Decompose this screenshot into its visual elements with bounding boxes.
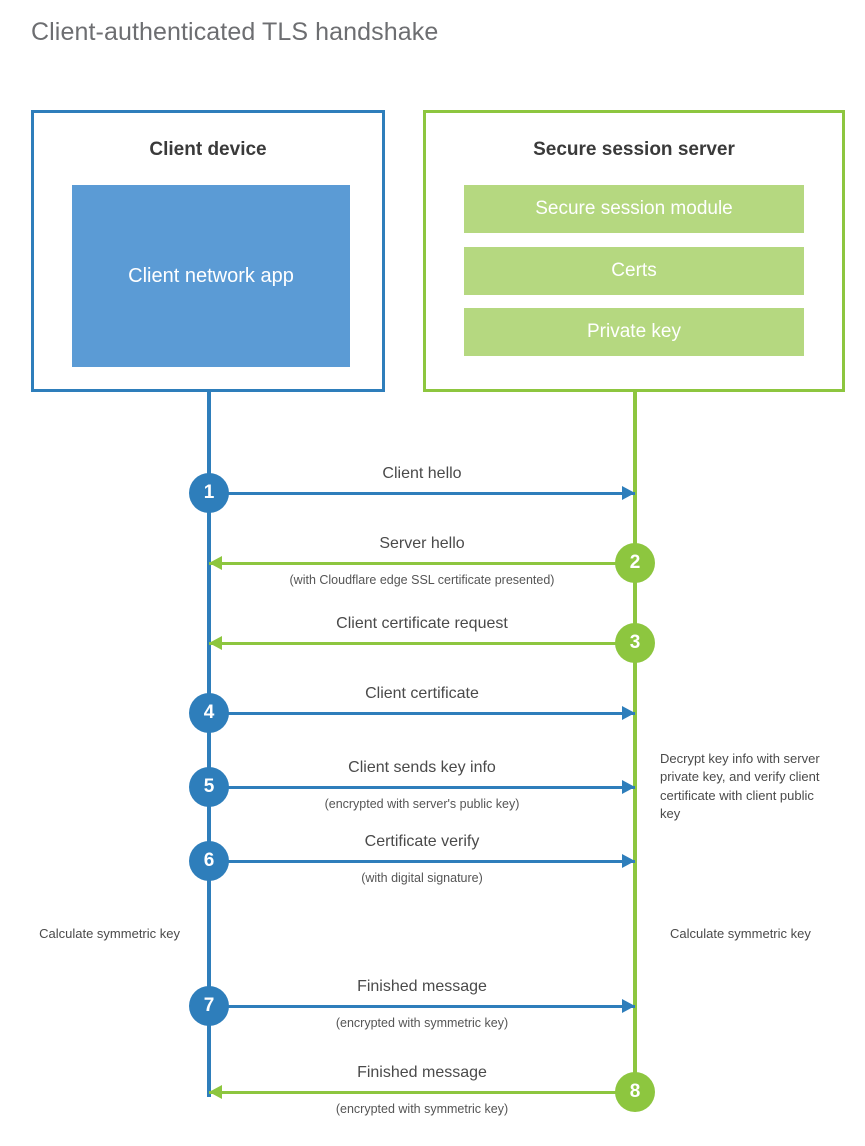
step-number-badge-2: 2: [615, 543, 655, 583]
step-1-arrow-head: [622, 486, 635, 500]
step-5-arrow-head: [622, 780, 635, 794]
step-7-label: Finished message: [357, 978, 487, 995]
note-client-calculate-symmetric-key: Calculate symmetric key: [39, 926, 180, 941]
step-5-label: Client sends key info: [348, 759, 496, 776]
client-device-panel: Client device Client network app: [31, 110, 385, 392]
step-3-label: Client certificate request: [336, 615, 508, 632]
step-8-label: Finished message: [357, 1064, 487, 1081]
step-4-arrow-head: [622, 706, 635, 720]
server-bar-secure-session-module: Secure session module: [464, 185, 804, 233]
step-7-arrow-line: [209, 1005, 635, 1008]
step-6-arrow-head: [622, 854, 635, 868]
server-lifeline: [633, 392, 637, 1092]
step-number-badge-8: 8: [615, 1072, 655, 1112]
note-server-calculate-symmetric-key: Calculate symmetric key: [670, 926, 811, 941]
step-1-arrow-line: [209, 492, 635, 495]
step-8-sublabel: (encrypted with symmetric key): [335, 1102, 509, 1116]
step-3-arrow-head: [209, 636, 222, 650]
step-6-label: Certificate verify: [364, 833, 480, 850]
step-1-label: Client hello: [382, 465, 462, 482]
step-number-badge-6: 6: [189, 841, 229, 881]
step-2-sublabel: (with Cloudflare edge SSL certificate pr…: [289, 573, 555, 587]
step-8-arrow-line: [209, 1091, 635, 1094]
server-bar-certs: Certs: [464, 247, 804, 295]
step-5-arrow-line: [209, 786, 635, 789]
step-3-arrow-line: [209, 642, 635, 645]
step-number-badge-7: 7: [189, 986, 229, 1026]
step-2-arrow-head: [209, 556, 222, 570]
step-8-arrow-head: [209, 1085, 222, 1099]
step-5-sublabel: (encrypted with server's public key): [324, 797, 520, 811]
step-number-badge-1: 1: [189, 473, 229, 513]
step-number-badge-3: 3: [615, 623, 655, 663]
step-2-label: Server hello: [379, 535, 465, 552]
client-network-app-box: Client network app: [72, 185, 350, 367]
note-server-decrypt: Decrypt key info with server private key…: [660, 751, 820, 822]
secure-session-server-title: Secure session server: [533, 139, 735, 160]
step-7-sublabel: (encrypted with symmetric key): [335, 1016, 509, 1030]
client-device-title: Client device: [149, 139, 267, 160]
server-bar-private-key: Private key: [464, 308, 804, 356]
step-number-badge-5: 5: [189, 767, 229, 807]
step-number-badge-4: 4: [189, 693, 229, 733]
step-7-arrow-head: [622, 999, 635, 1013]
step-4-arrow-line: [209, 712, 635, 715]
client-lifeline: [207, 392, 211, 1097]
step-2-arrow-line: [209, 562, 635, 565]
secure-session-server-panel: Secure session server Secure session mod…: [423, 110, 845, 392]
step-6-arrow-line: [209, 860, 635, 863]
page-title: Client-authenticated TLS handshake: [31, 18, 439, 46]
step-6-sublabel: (with digital signature): [361, 871, 483, 885]
step-4-label: Client certificate: [365, 685, 479, 702]
